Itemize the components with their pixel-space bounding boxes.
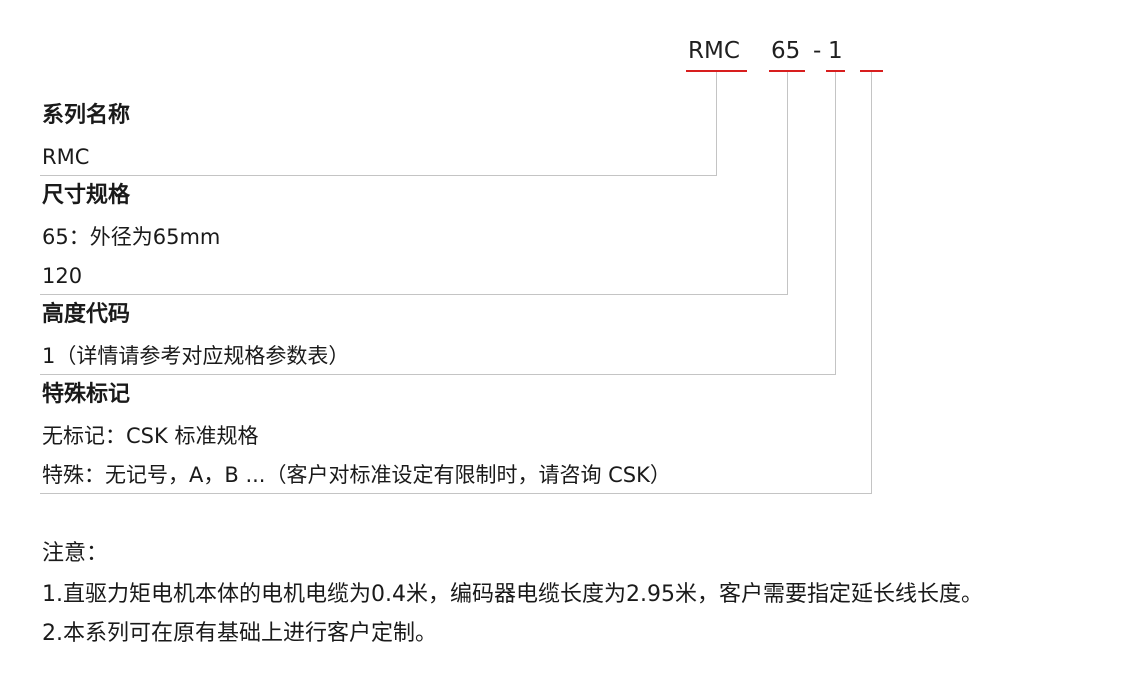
connector-series [716,72,717,175]
section-height-line: 1（详情请参考对应规格参数表） [42,344,350,368]
code-size: 65 [771,38,801,64]
section-height-rule [40,374,836,375]
connector-height [835,72,836,374]
section-size-line: 120 [42,264,83,288]
note-item: 1.直驱力矩电机本体的电机电缆为0.4米，编码器电缆长度为2.95米，客户需要指… [42,582,983,607]
section-special-line: 特殊：无记号，A，B ...（客户对标准设定有限制时，请咨询 CSK） [42,463,671,487]
connector-size [787,72,788,294]
section-size-line: 65：外径为65mm [42,225,221,249]
section-series-rule [40,175,717,176]
code-height-underline [826,70,845,72]
code-series-underline [686,70,747,72]
code-dash: - [813,38,822,64]
section-special-line: 无标记：CSK 标准规格 [42,424,259,448]
section-special-rule [40,493,872,494]
section-height-title: 高度代码 [42,302,131,327]
section-size-title: 尺寸规格 [42,183,131,208]
note-item: 2.本系列可在原有基础上进行客户定制。 [42,621,437,646]
code-height: 1 [828,38,843,64]
section-special-title: 特殊标记 [42,382,131,407]
code-special-underline [860,70,883,72]
connector-special [871,72,872,493]
notes-title: 注意： [42,541,109,566]
section-size-rule [40,294,788,295]
section-series-title: 系列名称 [42,103,131,128]
code-size-underline [769,70,805,72]
section-series-line: RMC [42,145,90,169]
code-series: RMC [688,38,740,64]
